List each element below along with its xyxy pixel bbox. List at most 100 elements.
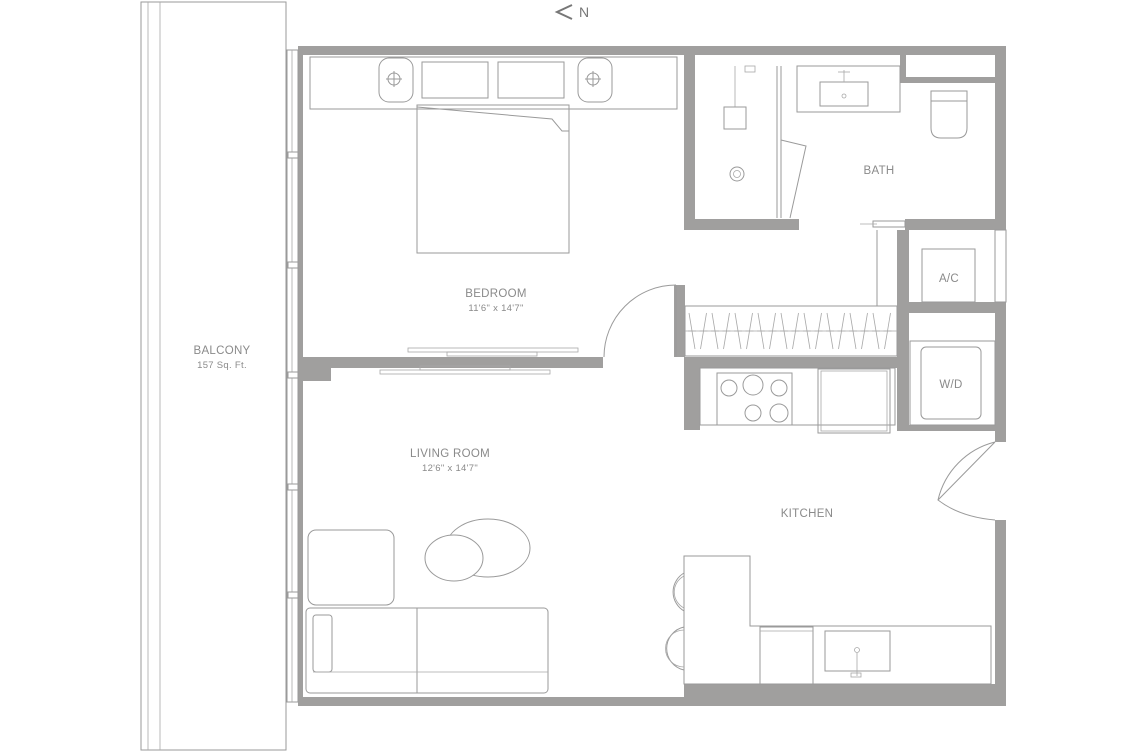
- drain-inner: [733, 170, 741, 178]
- window-mullion: [287, 483, 299, 491]
- wall-bath-bottom-left: [684, 219, 799, 230]
- sofa-arm: [312, 614, 333, 673]
- shower-door: [780, 139, 807, 219]
- shower-head: [744, 65, 756, 73]
- tv-console-bedroom: [407, 347, 579, 353]
- windows: [286, 49, 1007, 703]
- window-mullion: [287, 591, 299, 599]
- kitchen-counter-upper: [699, 367, 896, 426]
- entry-door-swing: [937, 441, 996, 521]
- living-room-label: LIVING ROOM: [410, 448, 490, 460]
- refrigerator-inner: [820, 370, 888, 432]
- stool-icon: [666, 626, 685, 671]
- wall-top: [298, 46, 1006, 55]
- wall-bottom: [298, 697, 1006, 706]
- refrigerator: [817, 368, 891, 434]
- bed: [416, 104, 570, 254]
- armchair: [307, 529, 395, 606]
- vanity: [796, 65, 901, 113]
- wall-kitchen-left: [684, 368, 700, 430]
- burner-icon: [744, 404, 762, 422]
- window-ac: [994, 229, 1007, 303]
- cooktop: [716, 372, 793, 426]
- walls: [298, 46, 1006, 706]
- wall-kitchen-top: [684, 357, 897, 368]
- wall-left: [298, 46, 303, 706]
- door-swing: [603, 284, 677, 358]
- room-labels: BALCONY 157 Sq. Ft. BEDROOM 11'6" x 14'7…: [193, 165, 962, 520]
- wall-kitchen-bottom: [684, 684, 995, 697]
- toilet-bowl-icon: [930, 100, 968, 139]
- bedroom-size: 11'6" x 14'7": [468, 303, 523, 314]
- bath-door: [872, 220, 906, 228]
- hangers: [688, 312, 892, 350]
- north-arrow: N: [554, 4, 589, 20]
- kitchen-island: [683, 555, 992, 685]
- ac-label: A/C: [939, 273, 959, 285]
- bedroom-label: BEDROOM: [465, 288, 527, 300]
- bed-blanket-fold: [416, 106, 569, 132]
- stool-inner: [665, 629, 685, 668]
- headboard-cabinet: [309, 56, 678, 110]
- wall-bedroom-right: [674, 285, 685, 357]
- sink-drain-icon: [841, 93, 847, 99]
- window-mullion: [287, 261, 299, 269]
- burner-icon: [742, 374, 764, 396]
- kitchen-faucet-base: [850, 672, 862, 678]
- wall-bath-nook: [900, 55, 906, 83]
- wall-bedroom-living: [303, 357, 603, 368]
- burner-icon: [769, 403, 789, 423]
- tv-bedroom: [446, 351, 538, 357]
- balcony-outline: [140, 1, 287, 751]
- tv-living: [419, 365, 511, 371]
- living-room-size: 12'6" x 14'7": [422, 463, 478, 474]
- wall-closet-left: [897, 230, 909, 430]
- pillow-right: [497, 61, 565, 99]
- dishwasher: [759, 626, 814, 685]
- balcony-size: 157 Sq. Ft.: [197, 360, 247, 371]
- kitchen-sink-drain-icon: [854, 647, 860, 653]
- balcony: [140, 1, 287, 751]
- washer-dryer: [920, 346, 982, 420]
- bedroom-furniture: [309, 56, 678, 357]
- wall-bath-nook-bottom: [900, 77, 995, 83]
- kitchen-fixtures: [665, 367, 996, 685]
- bath-label: BATH: [863, 165, 894, 177]
- stool-inner: [673, 575, 685, 609]
- wall-bath-bottom-right: [905, 219, 995, 230]
- shower-niche: [723, 106, 747, 130]
- pillow-left: [421, 61, 489, 99]
- bath-fixtures: [723, 65, 968, 228]
- stool-icon: [672, 572, 685, 612]
- utility-closets: [909, 248, 996, 426]
- coffee-table-small: [424, 534, 484, 582]
- north-label: N: [579, 4, 589, 20]
- toilet-tank: [930, 90, 968, 102]
- burner-icon: [720, 379, 738, 397]
- wall-right-lower: [995, 520, 1006, 706]
- entry-door-leaf: [937, 441, 996, 501]
- wd-label: W/D: [939, 379, 962, 391]
- tv-console-living: [379, 369, 551, 375]
- burner-icon: [770, 379, 788, 397]
- wd-closet: [909, 340, 996, 426]
- ac-unit: [921, 248, 976, 303]
- wall-closet-divider: [897, 302, 995, 313]
- kitchen-label: KITCHEN: [781, 508, 834, 520]
- closet: [684, 230, 898, 357]
- wall-stub: [303, 357, 331, 381]
- north-arrow-icon: [554, 4, 573, 20]
- wall-closet-bottom: [897, 425, 995, 431]
- window-mullion: [287, 371, 299, 379]
- living-furniture: [305, 365, 551, 694]
- balcony-label: BALCONY: [193, 345, 250, 357]
- drain-icon: [729, 166, 745, 182]
- bedroom-door: [603, 284, 677, 358]
- sofa: [305, 607, 549, 694]
- lamp-icon: [378, 57, 414, 103]
- lamp-icon: [577, 57, 613, 103]
- window-mullion: [287, 151, 299, 159]
- wall-bath-left: [684, 55, 695, 230]
